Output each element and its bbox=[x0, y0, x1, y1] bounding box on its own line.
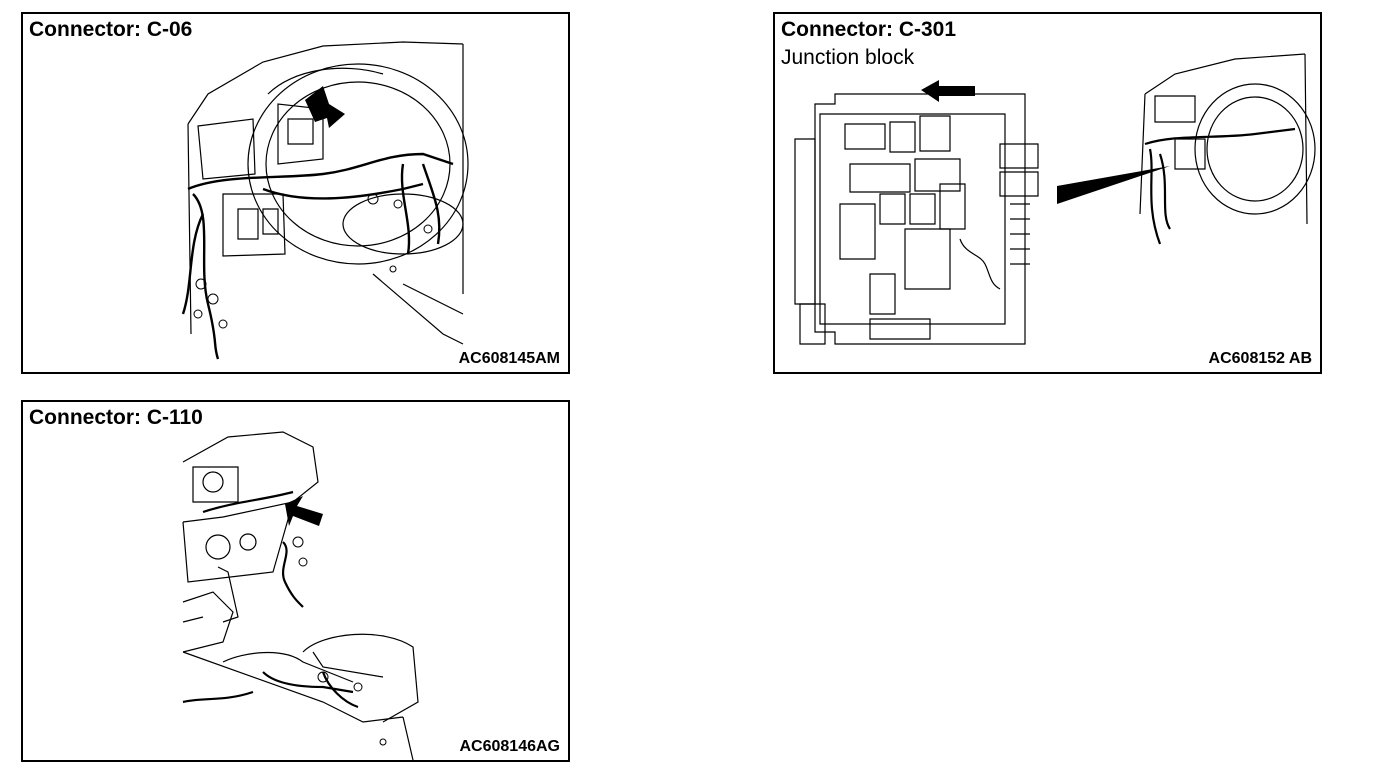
panel-title: Connector: C-110 bbox=[29, 406, 203, 429]
panel-title: Connector: C-301 bbox=[781, 18, 957, 41]
junction-block-illustration bbox=[775, 14, 1320, 372]
arrow-icon bbox=[285, 496, 323, 526]
center-console-illustration bbox=[23, 402, 568, 760]
diagram-panel-c06: Connector: C-06 AC608145AM bbox=[21, 12, 570, 374]
figure-code: AC608145AM bbox=[458, 350, 560, 367]
figure-code: AC608152 AB bbox=[1208, 350, 1312, 367]
arrow-icon bbox=[921, 80, 975, 102]
figure-code: AC608146AG bbox=[459, 738, 561, 755]
connection-pointer bbox=[1057, 166, 1170, 204]
panel-title: Connector: C-06 bbox=[29, 18, 193, 41]
arrow-icon bbox=[305, 86, 345, 128]
dashboard-wiring-illustration bbox=[23, 14, 568, 372]
diagram-panel-c301: Connector: C-301 Junction block AC608152… bbox=[773, 12, 1322, 374]
diagram-panel-c110: Connector: C-110 AC608146AG bbox=[21, 400, 570, 762]
panel-subtitle: Junction block bbox=[781, 46, 915, 69]
